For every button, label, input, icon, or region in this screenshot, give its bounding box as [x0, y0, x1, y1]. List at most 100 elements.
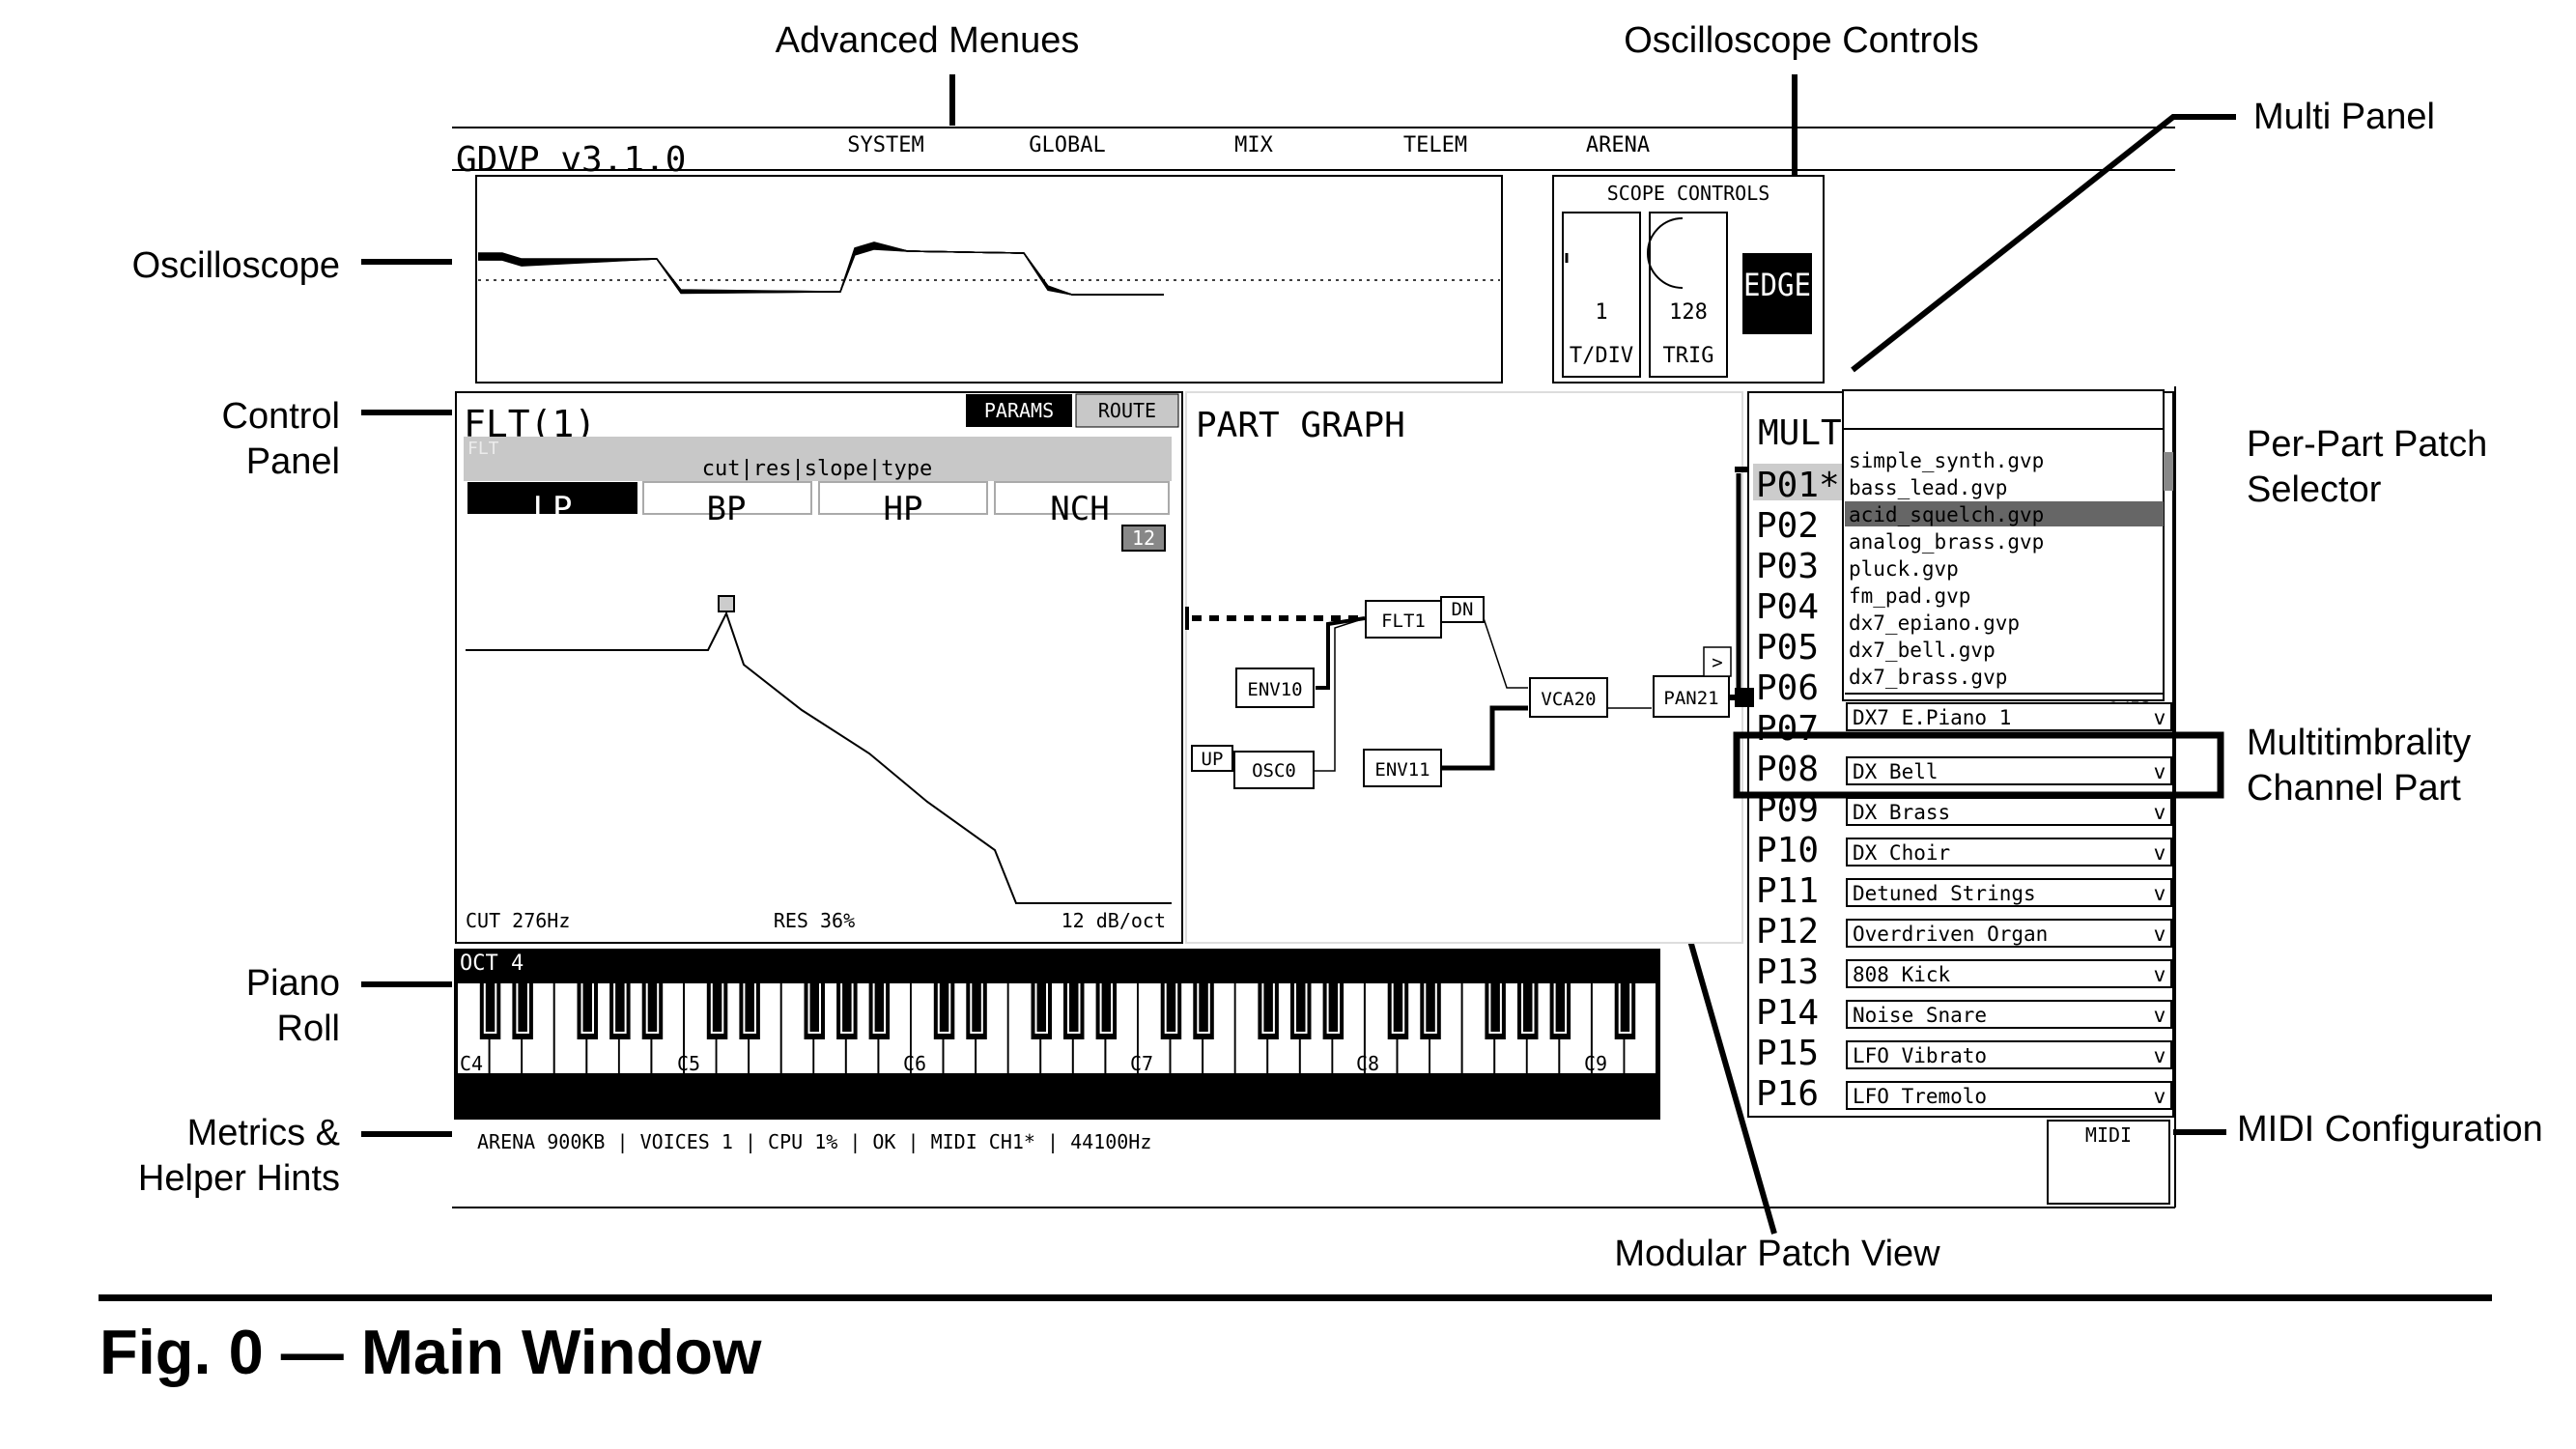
filter-type-lp[interactable]: [467, 482, 637, 514]
part-patch-name: Detuned Strings: [1853, 882, 2036, 905]
filter-section-header: [464, 437, 1172, 481]
tag-up-label: UP: [1202, 749, 1224, 770]
part-patch-dropdown[interactable]: [1846, 756, 2172, 785]
black-key-body: [582, 983, 592, 1032]
oscilloscope-display: [475, 175, 1503, 384]
tag-dn[interactable]: [1440, 596, 1485, 623]
part-label-11[interactable]: P11: [1756, 871, 1819, 911]
part-label-13[interactable]: P13: [1756, 952, 1819, 992]
part-label-16[interactable]: P16: [1756, 1074, 1819, 1114]
figure-caption: Fig. 0 — Main Window: [99, 1317, 762, 1387]
black-key-body: [1199, 983, 1208, 1032]
node-vca20[interactable]: [1529, 677, 1608, 718]
menu-mix[interactable]: MIX: [1234, 133, 1273, 157]
patch-item[interactable]: simple_synth.gvp: [1849, 449, 2044, 472]
black-key-body: [1523, 983, 1533, 1032]
black-key-body: [745, 983, 754, 1032]
part-label-10[interactable]: P10: [1756, 831, 1819, 870]
annotation-metrics-line2: Helper Hints: [137, 1158, 340, 1199]
c5-label: C5: [677, 1052, 700, 1075]
black-key-body: [1620, 983, 1630, 1032]
part-patch-dropdown[interactable]: [1846, 1081, 2172, 1110]
menu-telem[interactable]: TELEM: [1403, 133, 1467, 157]
edge-button[interactable]: [1742, 253, 1812, 334]
filter-section-params: cut|res|slope|type: [702, 457, 932, 481]
part-label-3[interactable]: P03: [1756, 547, 1819, 586]
slope-badge[interactable]: [1121, 525, 1166, 552]
patch-item[interactable]: analog_brass.gvp: [1849, 530, 2044, 554]
menu-arena[interactable]: ARENA: [1586, 133, 1650, 157]
cutoff-handle[interactable]: [718, 595, 735, 612]
part-label-15[interactable]: P15: [1756, 1034, 1819, 1073]
part-patch-dropdown[interactable]: [1846, 878, 2172, 907]
black-key-body: [842, 983, 852, 1032]
annotation-multitimbrality-line1: Multitimbrality: [2247, 723, 2472, 763]
piano-octave-labels: C4 C5 C6 C7 C8 C9: [460, 1052, 1607, 1075]
chevron-down-icon: v: [2154, 1004, 2166, 1027]
part-patch-dropdown[interactable]: [1846, 797, 2172, 826]
black-key-body: [518, 983, 527, 1032]
node-osc0[interactable]: [1233, 751, 1315, 789]
part-patch-name: DX7 E.Piano 1: [1853, 706, 2011, 729]
node-pan21[interactable]: [1653, 675, 1730, 718]
black-key-body: [939, 983, 949, 1032]
part-patch-dropdown[interactable]: [1846, 1040, 2172, 1069]
chevron-down-icon: v: [2154, 1044, 2166, 1067]
part-patch-dropdown[interactable]: [1846, 838, 2172, 867]
part-graph-title: PART GRAPH: [1196, 406, 1405, 445]
cutoff-readout: CUT 276Hz: [466, 909, 570, 932]
part-label-7[interactable]: P07: [1756, 709, 1819, 749]
annotation-oscilloscope: Oscilloscope: [131, 245, 340, 286]
filter-type-lp-label: LP: [533, 490, 573, 528]
black-key-body: [1296, 983, 1306, 1032]
tdiv-label: T/DIV: [1570, 344, 1633, 368]
node-env11[interactable]: [1363, 749, 1442, 787]
black-key-body: [647, 983, 658, 1032]
part-label-5[interactable]: P05: [1756, 628, 1819, 668]
patch-item[interactable]: pluck.gvp: [1849, 557, 1959, 581]
part-label-2[interactable]: P02: [1756, 506, 1819, 546]
patch-item[interactable]: dx7_brass.gvp: [1849, 666, 2007, 689]
part-label-1[interactable]: P01*: [1756, 466, 1840, 505]
tab-route-label: ROUTE: [1098, 399, 1156, 422]
patch-item-selected-bg: [1845, 501, 2164, 526]
filter-type-bp[interactable]: [642, 481, 812, 515]
tdiv-knob[interactable]: [1562, 212, 1641, 378]
part-patch-name: DX Brass: [1853, 801, 1950, 824]
menu-system[interactable]: SYSTEM: [847, 133, 923, 157]
trig-knob[interactable]: [1649, 212, 1728, 378]
chevron-down-icon: v: [2154, 706, 2166, 729]
part-label-4[interactable]: P04: [1756, 587, 1819, 627]
patch-list-scrollbar[interactable]: [2164, 452, 2173, 491]
filter-type-selector: LP BP HP NCH: [467, 481, 1170, 528]
oscilloscope-sweep: [478, 242, 1164, 296]
black-key-body: [1490, 983, 1500, 1032]
tab-route[interactable]: [1075, 393, 1179, 428]
expand-button[interactable]: [1703, 646, 1732, 677]
tag-up[interactable]: [1191, 745, 1233, 772]
part-patch-dropdown[interactable]: [1846, 959, 2172, 988]
part-patch-dropdown[interactable]: [1846, 1000, 2172, 1029]
part-label-12[interactable]: P12: [1756, 912, 1819, 952]
patch-item[interactable]: fm_pad.gvp: [1849, 584, 1970, 608]
filter-type-nch[interactable]: [994, 481, 1170, 515]
annotation-per-part-line1: Per-Part Patch: [2247, 424, 2488, 465]
slope-readout: 12 dB/oct: [1062, 909, 1166, 932]
patch-item[interactable]: dx7_bell.gvp: [1849, 639, 1996, 662]
part-patch-dropdown[interactable]: [1846, 702, 2172, 731]
midi-button[interactable]: [2047, 1120, 2170, 1205]
annotation-piano-roll: Piano Roll: [58, 961, 340, 1052]
node-env10[interactable]: [1235, 668, 1315, 708]
part-label-6[interactable]: P06: [1756, 668, 1819, 708]
tab-params[interactable]: [966, 394, 1072, 427]
part-label-14[interactable]: P14: [1756, 993, 1819, 1033]
node-vca20-label: VCA20: [1541, 689, 1596, 710]
patch-item[interactable]: bass_lead.gvp: [1849, 476, 2007, 499]
patch-item[interactable]: acid_squelch.gvp: [1849, 503, 2044, 526]
part-patch-dropdown[interactable]: [1846, 919, 2172, 948]
filter-type-hp[interactable]: [818, 481, 988, 515]
c9-label: C9: [1584, 1052, 1607, 1075]
menu-global[interactable]: GLOBAL: [1029, 133, 1105, 157]
patch-item[interactable]: dx7_epiano.gvp: [1849, 611, 2020, 635]
part-label-8[interactable]: P08: [1756, 750, 1819, 789]
